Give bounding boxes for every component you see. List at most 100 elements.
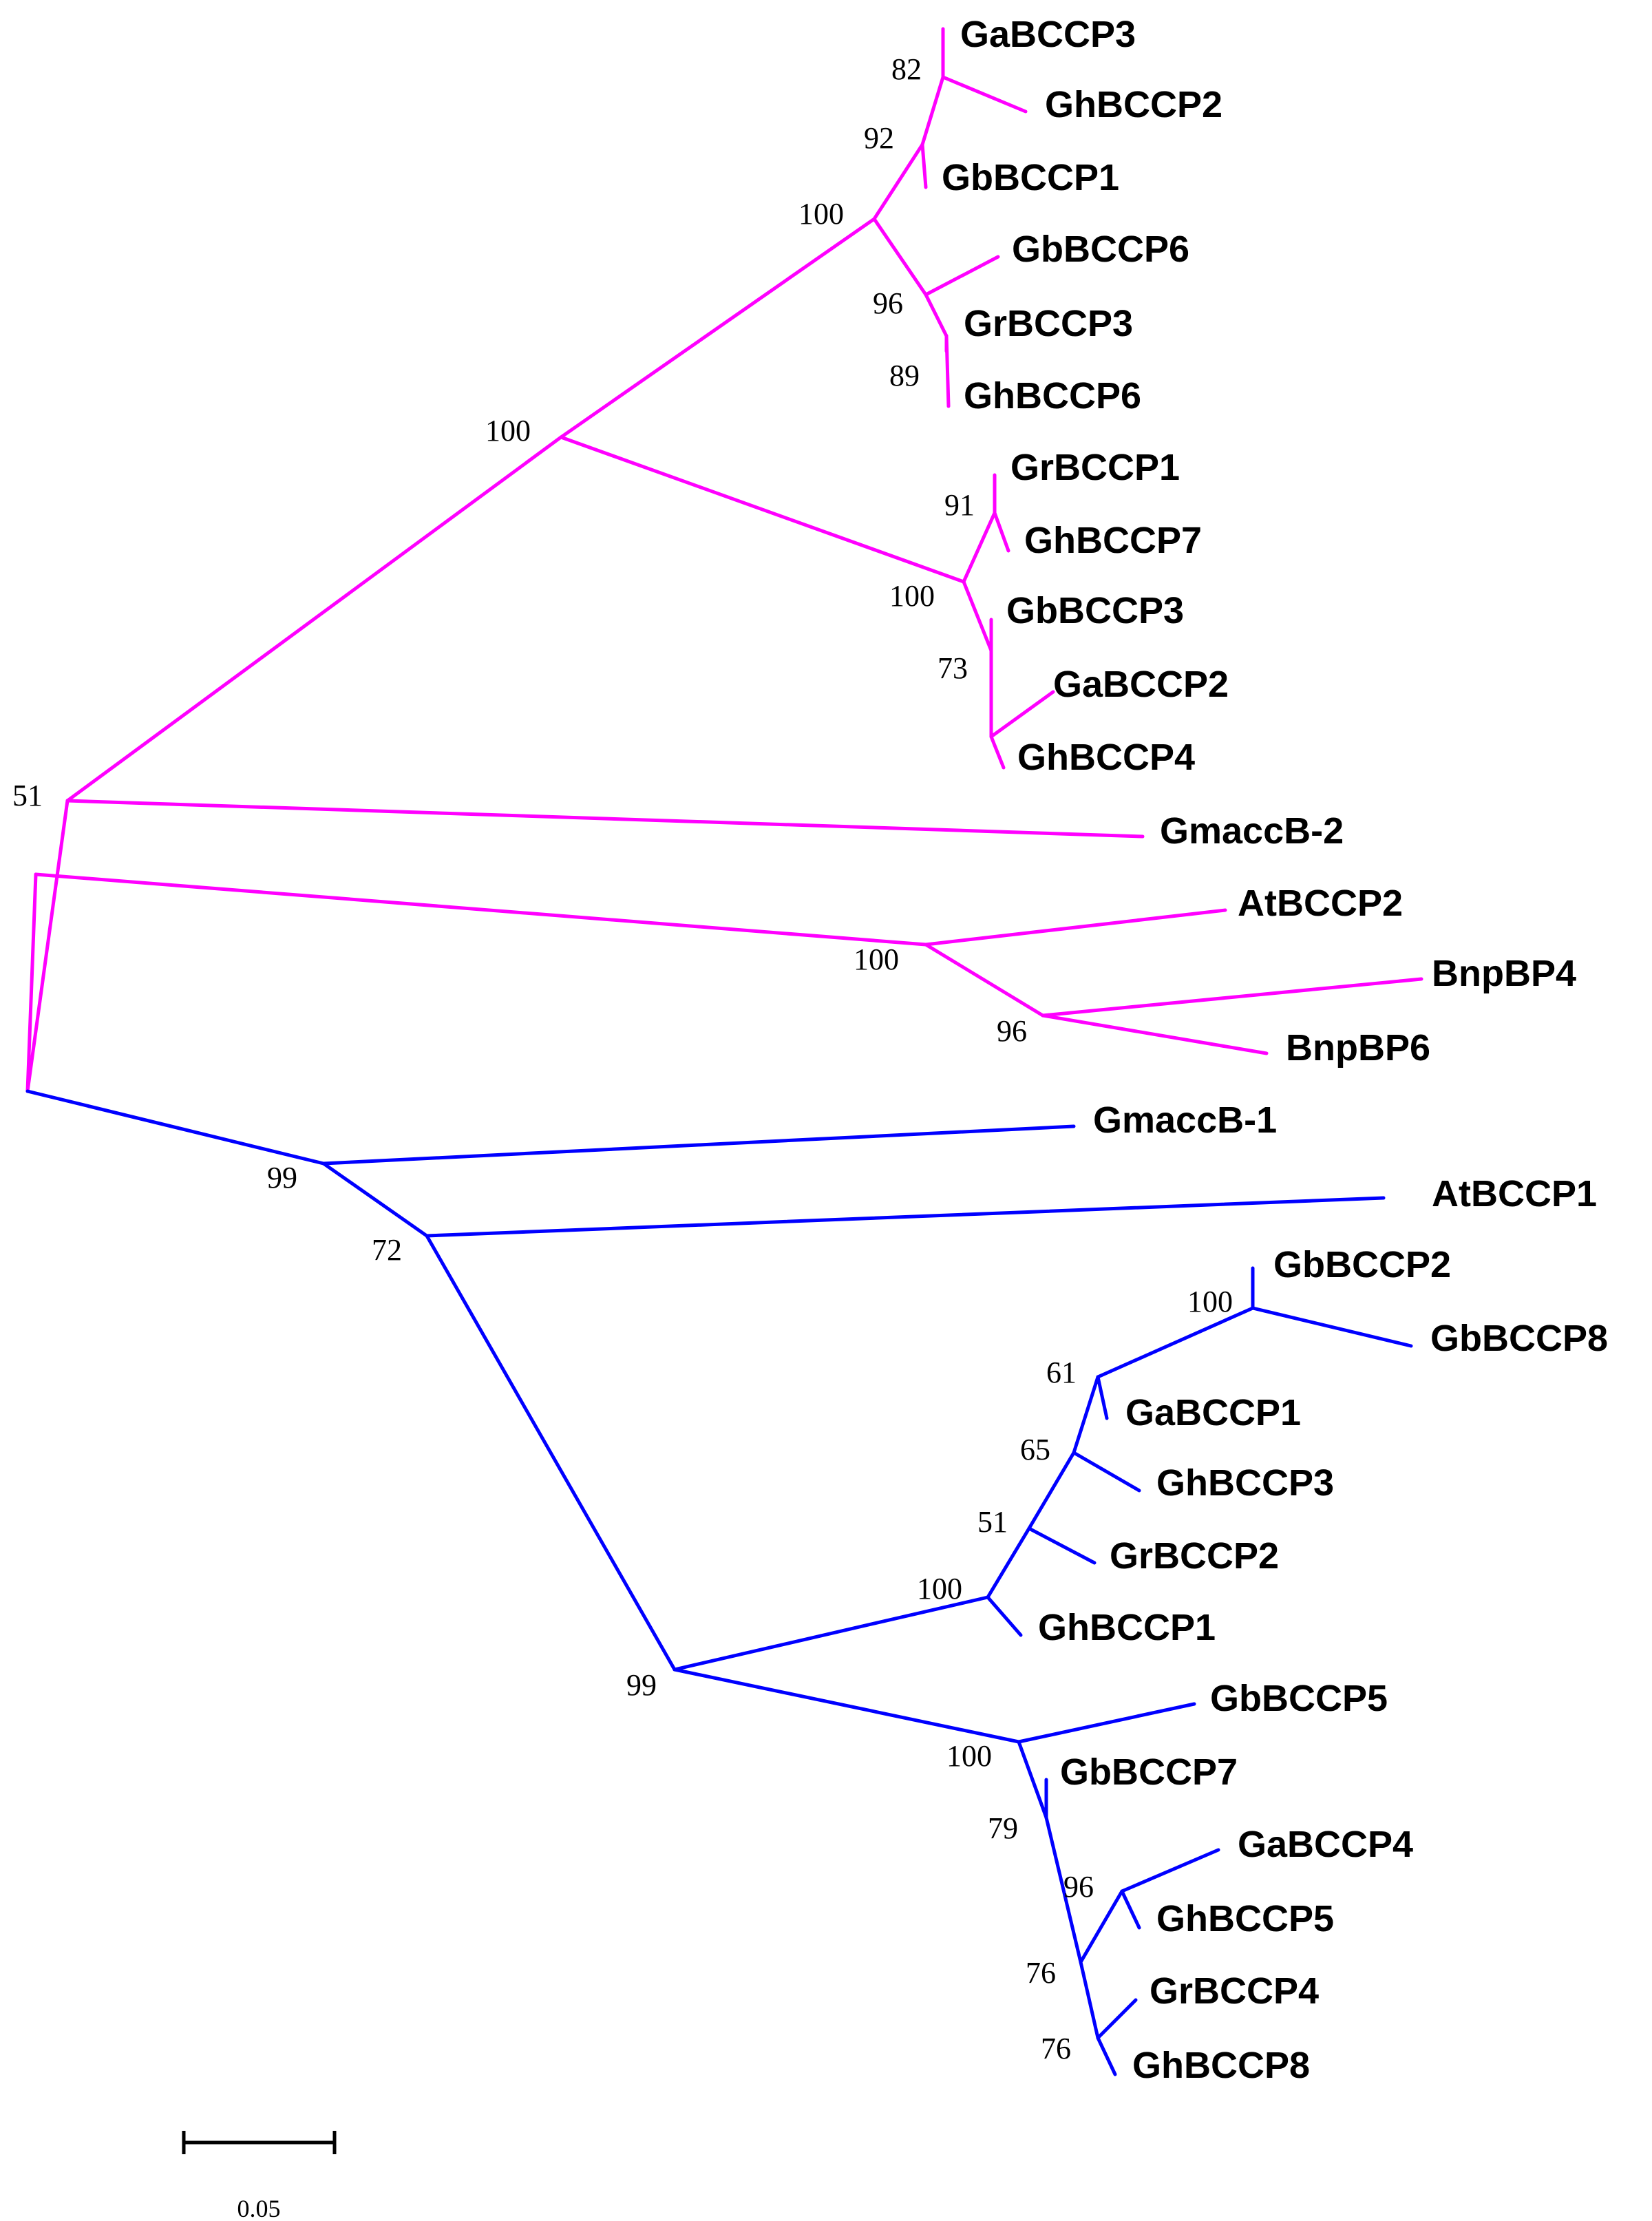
branch-n76b <box>1079 1960 1100 2040</box>
taxon-label-GhBCCP4: GhBCCP4 <box>1017 737 1195 778</box>
taxon-label-GrBCCP3: GrBCCP3 <box>964 303 1133 344</box>
branch-GaBCCP1 <box>1096 1375 1109 1420</box>
bootstrap-value-n96bnp: 96 <box>997 1014 1027 1048</box>
branch-GbBCCP1 <box>920 143 928 189</box>
branch-GmaccB-1 <box>321 1124 1076 1166</box>
taxon-label-GhBCCP1: GhBCCP1 <box>1038 1607 1216 1648</box>
taxon-label-GhBCCP7: GhBCCP7 <box>1024 520 1202 561</box>
bootstrap-value-n99b: 99 <box>626 1668 657 1702</box>
branch-GhBCCP6 <box>944 334 951 408</box>
taxon-label-GbBCCP7: GbBCCP7 <box>1060 1751 1238 1793</box>
branch-AtBCCP1 <box>425 1196 1386 1238</box>
bootstrap-value-n100gb: 100 <box>1187 1285 1233 1318</box>
taxon-label-GrBCCP1: GrBCCP1 <box>1010 447 1180 488</box>
branch-n100big <box>65 435 563 803</box>
bootstrap-value-n100up: 100 <box>917 1572 962 1606</box>
bootstrap-value-n100low: 100 <box>946 1739 992 1773</box>
branch-nA2 <box>25 872 38 1093</box>
taxon-label-GhBCCP8: GhBCCP8 <box>1132 2045 1310 2086</box>
bootstrap-values: 51 100 100 92 82 96 89 100 91 73 100 96 99 72 99 100 51 6… <box>12 52 1233 2065</box>
taxon-label-GmaccB-1: GmaccB-1 <box>1093 1099 1277 1141</box>
taxon-label-GhBCCP6: GhBCCP6 <box>964 375 1141 417</box>
bootstrap-value-n73: 73 <box>938 651 968 685</box>
branch-GhBCCP8 <box>1096 2036 1117 2076</box>
taxon-label-GbBCCP8: GbBCCP8 <box>1430 1318 1608 1359</box>
scale-bar-label: 0.05 <box>237 2195 281 2221</box>
taxon-label-GaBCCP3: GaBCCP3 <box>960 14 1136 55</box>
branch-n79 <box>1017 1740 1048 1820</box>
branch-n82 <box>920 75 945 147</box>
bootstrap-value-n61: 61 <box>1046 1356 1077 1389</box>
taxon-label-GaBCCP4: GaBCCP4 <box>1238 1824 1413 1865</box>
branch-n51b <box>986 1526 1031 1599</box>
branch-n99a <box>25 1089 326 1166</box>
bootstrap-value-n76a: 76 <box>1026 1956 1056 1990</box>
branch-GaBCCP2 <box>989 690 1055 739</box>
branch-n100top <box>559 217 876 439</box>
branch-GmaccB-2 <box>65 799 1145 839</box>
branch-GbBCCP5 <box>1017 1702 1196 1744</box>
bootstrap-value-n100mid: 100 <box>889 579 935 613</box>
branch-GrBCCP4 <box>1096 1998 1138 2040</box>
taxon-label-GrBCCP2: GrBCCP2 <box>1110 1535 1279 1577</box>
bootstrap-value-n96a: 96 <box>873 286 903 320</box>
bootstrap-value-n76b: 76 <box>1041 2032 1071 2065</box>
bootstrap-value-n72: 72 <box>372 1233 402 1267</box>
bootstrap-value-n100top: 100 <box>798 197 844 231</box>
taxon-label-GbBCCP3: GbBCCP3 <box>1006 590 1184 631</box>
branch-GhBCCP1 <box>986 1595 1023 1637</box>
bootstrap-value-n100big: 100 <box>485 414 531 448</box>
branch-BnpBP6 <box>1041 1013 1269 1055</box>
branch-GbBCCP8 <box>1251 1306 1413 1348</box>
taxon-labels: GaBCCP3GhBCCP2GbBCCP1GbBCCP6GrBCCP3GhBCC… <box>942 14 1608 2086</box>
branch-n89 <box>924 293 949 338</box>
branch-n65 <box>1027 1451 1076 1530</box>
taxon-label-GbBCCP5: GbBCCP5 <box>1210 1678 1388 1719</box>
branch-n96bnp <box>924 943 1045 1018</box>
branch-GhBCCP4 <box>989 735 1006 770</box>
taxon-label-AtBCCP1: AtBCCP1 <box>1432 1173 1597 1214</box>
taxon-label-GmaccB-2: GmaccB-2 <box>1160 810 1344 852</box>
branch-GbBCCP6 <box>924 255 1000 297</box>
branch-n76a <box>1044 1815 1083 1964</box>
bootstrap-value-n79: 79 <box>988 1811 1018 1845</box>
taxon-label-GaBCCP2: GaBCCP2 <box>1053 664 1229 705</box>
taxon-label-GbBCCP6: GbBCCP6 <box>1012 229 1189 270</box>
branch-n96b <box>1079 1889 1124 1964</box>
branch-n100at <box>34 872 928 947</box>
branch-n91 <box>962 511 997 584</box>
taxon-label-GbBCCP2: GbBCCP2 <box>1273 1244 1451 1285</box>
branch-n100gb <box>1096 1306 1255 1379</box>
branch-GhBCCP7 <box>993 511 1010 553</box>
bootstrap-value-n91: 91 <box>944 488 975 522</box>
branch-GhBCCP2 <box>941 75 1028 114</box>
taxon-label-GrBCCP4: GrBCCP4 <box>1150 1970 1319 2012</box>
taxon-label-AtBCCP2: AtBCCP2 <box>1238 883 1403 924</box>
bootstrap-value-n51a: 51 <box>12 779 43 812</box>
bootstrap-value-n96b: 96 <box>1063 1870 1094 1904</box>
branch-n96a <box>872 217 928 297</box>
taxon-label-GhBCCP5: GhBCCP5 <box>1156 1898 1334 1939</box>
tree-branches <box>25 27 1423 2076</box>
taxon-label-GhBCCP3: GhBCCP3 <box>1156 1462 1334 1504</box>
scale-bar: 0.05 <box>182 2131 337 2221</box>
bootstrap-value-n92: 92 <box>864 121 894 155</box>
branch-GaBCCP4 <box>1120 1848 1220 1893</box>
branch-AtBCCP2 <box>924 908 1227 947</box>
taxon-label-GbBCCP1: GbBCCP1 <box>942 157 1119 198</box>
branch-GrBCCP2 <box>1027 1526 1097 1565</box>
taxon-label-GaBCCP1: GaBCCP1 <box>1125 1392 1301 1433</box>
bootstrap-value-n89: 89 <box>889 359 920 392</box>
bootstrap-value-n100at: 100 <box>854 943 899 976</box>
taxon-label-GhBCCP2: GhBCCP2 <box>1045 84 1222 125</box>
branch-n100mid <box>559 435 966 584</box>
branch-n61 <box>1072 1375 1100 1455</box>
bootstrap-value-n82: 82 <box>891 52 922 86</box>
branch-n51a <box>25 799 70 1093</box>
bootstrap-value-n51b: 51 <box>977 1505 1008 1539</box>
branch-n92 <box>872 143 924 221</box>
bootstrap-value-n99a: 99 <box>267 1161 297 1194</box>
branch-n73 <box>962 580 993 653</box>
taxon-label-BnpBP4: BnpBP4 <box>1432 953 1576 994</box>
